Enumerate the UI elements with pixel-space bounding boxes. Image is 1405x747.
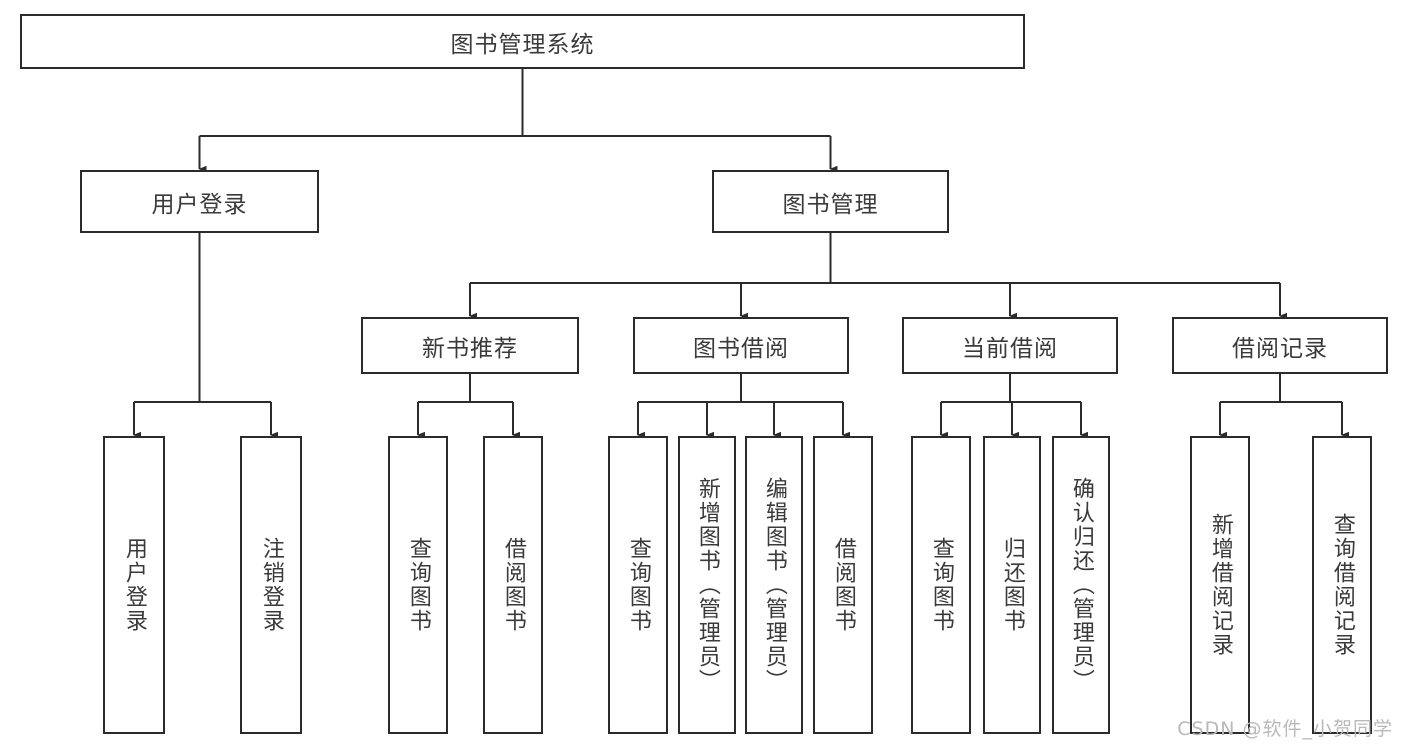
node-label: 查询图书 (928, 537, 954, 633)
node-leaf-10[interactable]: 归还图书 (983, 436, 1041, 734)
connector-group (132, 69, 1349, 439)
node-leaf-12[interactable]: 新增借阅记录 (1190, 436, 1250, 734)
node-label: 图书管理 (782, 191, 879, 218)
node-label: 编辑图书（管理员） (761, 477, 787, 693)
node-leaf-9[interactable]: 查询图书 (911, 436, 971, 734)
node-leaf-7[interactable]: 编辑图书（管理员） (745, 436, 803, 734)
node-borrow[interactable]: 图书借阅 (633, 317, 849, 374)
node-leaf-11[interactable]: 确认归还（管理员） (1052, 436, 1110, 734)
node-label: 查询图书 (625, 537, 651, 633)
node-label: 借阅图书 (500, 537, 526, 633)
node-label: 用户登录 (151, 191, 248, 218)
node-label: 注销登录 (258, 537, 284, 633)
node-label: 归还图书 (999, 537, 1025, 633)
node-label: 借阅图书 (830, 537, 856, 633)
node-label: 用户登录 (121, 537, 147, 633)
node-leaf-5[interactable]: 查询图书 (608, 436, 668, 734)
node-leaf-13[interactable]: 查询借阅记录 (1312, 436, 1372, 734)
node-leaf-6[interactable]: 新增图书（管理员） (678, 436, 736, 734)
node-leaf-2[interactable]: 注销登录 (240, 436, 302, 734)
node-leaf-8[interactable]: 借阅图书 (813, 436, 873, 734)
node-leaf-3[interactable]: 查询图书 (388, 436, 448, 734)
node-bookmgmt[interactable]: 图书管理 (712, 170, 949, 233)
node-label: 查询图书 (405, 537, 431, 633)
node-leaf-4[interactable]: 借阅图书 (483, 436, 543, 734)
node-record[interactable]: 借阅记录 (1172, 317, 1388, 374)
node-label: 图书管理系统 (450, 31, 595, 58)
node-label: 查询借阅记录 (1329, 513, 1355, 657)
node-label: 确认归还（管理员） (1068, 477, 1094, 693)
node-login[interactable]: 用户登录 (80, 170, 319, 233)
node-label: 新增借阅记录 (1207, 513, 1233, 657)
node-leaf-1[interactable]: 用户登录 (103, 436, 165, 734)
node-label: 图书借阅 (693, 335, 789, 362)
node-label: 新增图书（管理员） (694, 477, 720, 693)
node-root[interactable]: 图书管理系统 (20, 14, 1025, 69)
node-label: 借阅记录 (1232, 335, 1328, 362)
node-label: 新书推荐 (422, 335, 518, 362)
node-label: 当前借阅 (962, 335, 1058, 362)
node-current[interactable]: 当前借阅 (902, 317, 1118, 374)
node-newbook[interactable]: 新书推荐 (361, 317, 579, 374)
